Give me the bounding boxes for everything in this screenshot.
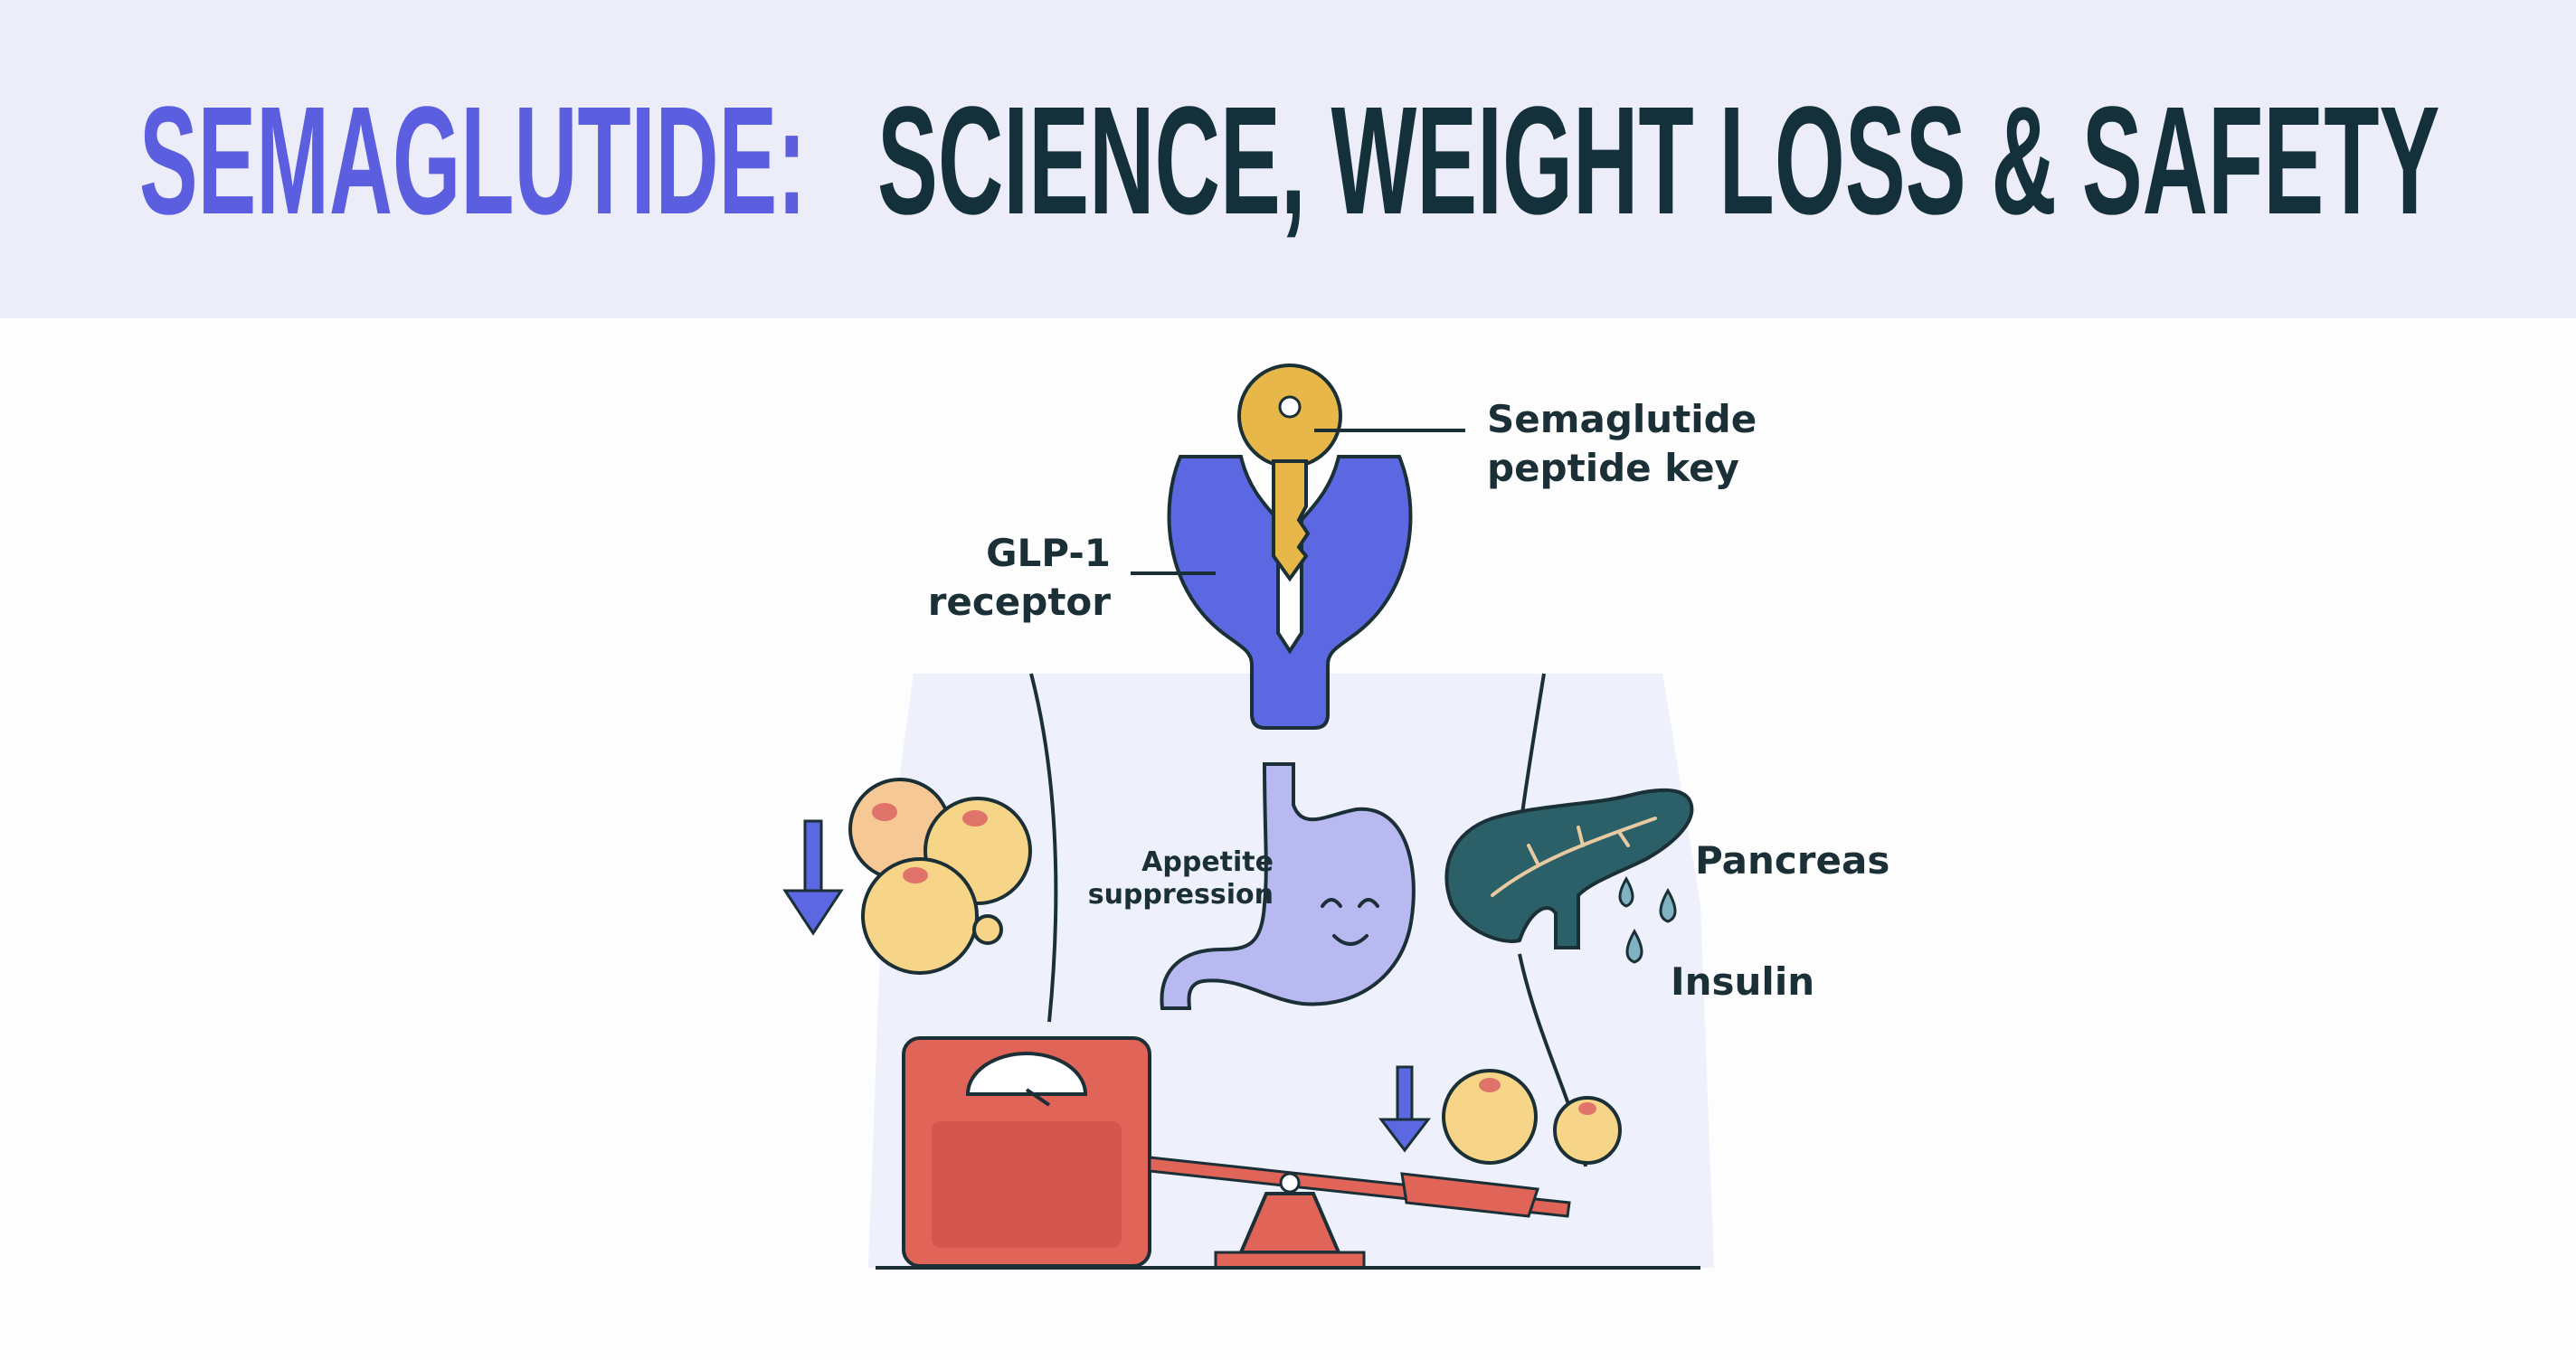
- fat-cells-icon: [848, 778, 1032, 975]
- down-arrow-icon: [782, 819, 844, 936]
- weighing-scale-icon: [902, 1036, 1151, 1268]
- pancreas-icon: [1444, 788, 1694, 949]
- pancreas-label: Pancreas: [1695, 838, 1889, 883]
- peptide-key-icon: [1237, 364, 1342, 582]
- insulin-drops-icon: [1618, 876, 1677, 964]
- appetite-label-line2: suppression: [1088, 879, 1274, 911]
- appetite-label-line1: Appetite: [1141, 846, 1274, 878]
- receptor-label-line1: GLP-1: [986, 531, 1111, 575]
- header-band: [0, 0, 2576, 318]
- body-outline-left: [1029, 673, 1058, 1023]
- receptor-label-line2: receptor: [928, 580, 1112, 624]
- down-arrow-small-icon: [1378, 1065, 1432, 1153]
- title-rest: SCIENCE, WEIGHT LOSS & SAFETY: [877, 75, 2439, 247]
- insulin-label: Insulin: [1671, 959, 1814, 1004]
- seesaw-icon: [1148, 1156, 1571, 1270]
- title-highlight: SEMAGLUTIDE:: [139, 76, 806, 247]
- glp1-receptor-icon: [1167, 455, 1413, 730]
- stomach-icon: [1160, 762, 1416, 1010]
- small-fat-cells-icon: [1442, 1069, 1622, 1165]
- key-label-line2: peptide key: [1487, 446, 1739, 490]
- key-label-line1: Semaglutide: [1487, 397, 1757, 441]
